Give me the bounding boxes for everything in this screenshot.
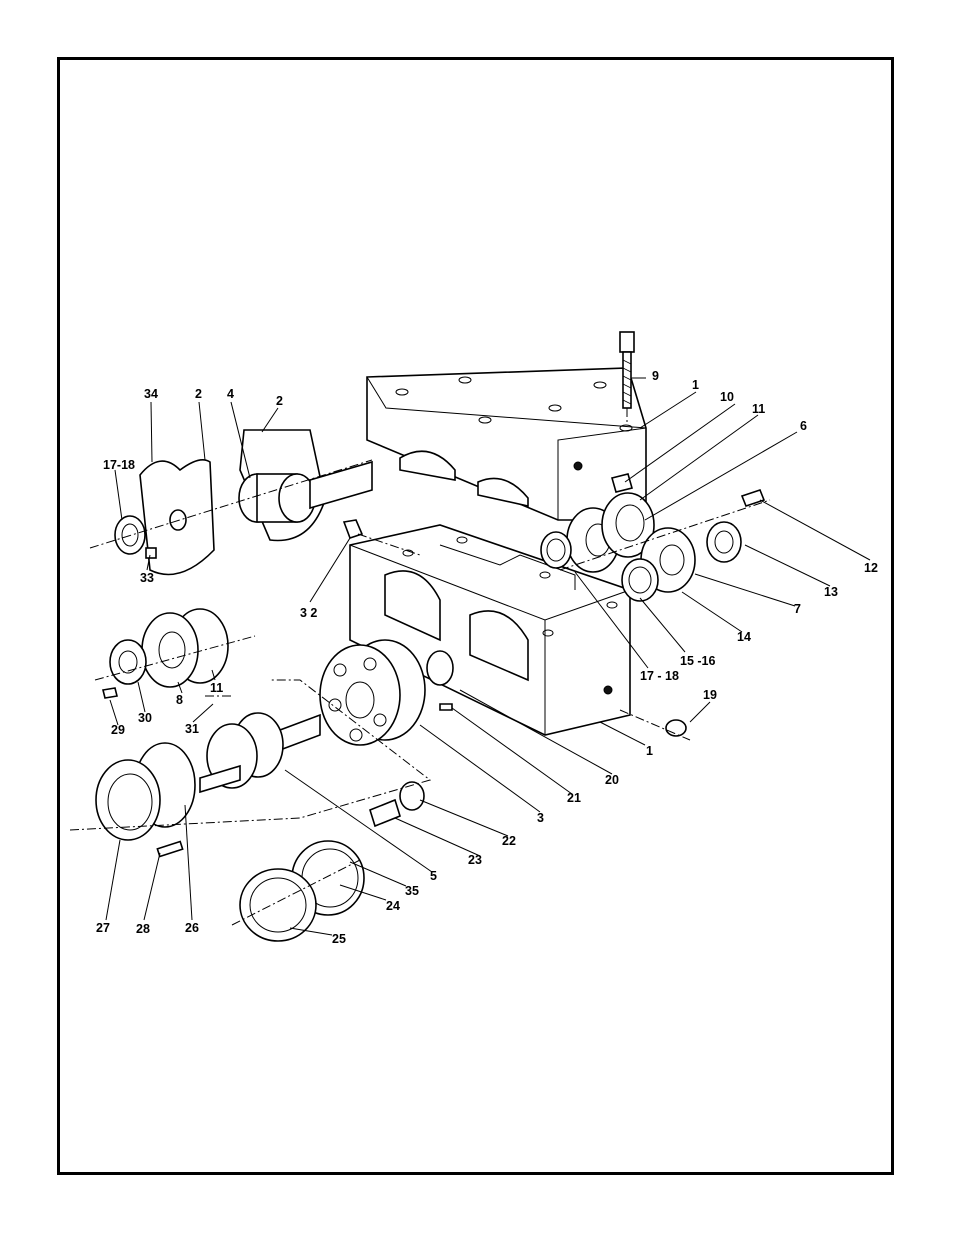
label-31: 31	[185, 722, 199, 736]
label-27: 27	[96, 921, 110, 935]
label-35: 35	[405, 884, 419, 898]
label-22: 22	[502, 834, 516, 848]
label-2-right: 2	[276, 394, 283, 408]
label-3: 3	[537, 811, 544, 825]
label-5: 5	[430, 869, 437, 883]
label-1-bottom: 1	[646, 744, 653, 758]
label-15-16: 15 -16	[680, 654, 715, 668]
label-21: 21	[567, 791, 581, 805]
label-1-top: 1	[692, 378, 699, 392]
label-8: 8	[176, 693, 183, 707]
label-26: 26	[185, 921, 199, 935]
label-4: 4	[227, 387, 234, 401]
label-14: 14	[737, 630, 751, 644]
label-17-18-right: 17 - 18	[640, 669, 679, 683]
label-7: 7	[794, 602, 801, 616]
label-20: 20	[605, 773, 619, 787]
label-29: 29	[111, 723, 125, 737]
label-12: 12	[864, 561, 878, 575]
upper-housing-block	[367, 368, 646, 520]
label-10: 10	[720, 390, 734, 404]
label-9: 9	[652, 369, 659, 383]
label-19: 19	[703, 688, 717, 702]
label-25: 25	[332, 932, 346, 946]
label-23: 23	[468, 853, 482, 867]
left-flange	[95, 609, 255, 698]
rotor-assembly	[207, 640, 453, 788]
label-17-18-left: 17-18	[103, 458, 135, 472]
label-2-left: 2	[195, 387, 202, 401]
left-end-plates	[90, 430, 372, 575]
label-33: 33	[140, 571, 154, 585]
label-11-right: 11	[752, 402, 765, 416]
label-32: 3 2	[300, 606, 317, 620]
label-34: 34	[144, 387, 158, 401]
label-11-left: 11	[210, 681, 223, 695]
label-28: 28	[136, 922, 150, 936]
label-24: 24	[386, 899, 400, 913]
label-6: 6	[800, 419, 807, 433]
label-13: 13	[824, 585, 838, 599]
label-30: 30	[138, 711, 152, 725]
